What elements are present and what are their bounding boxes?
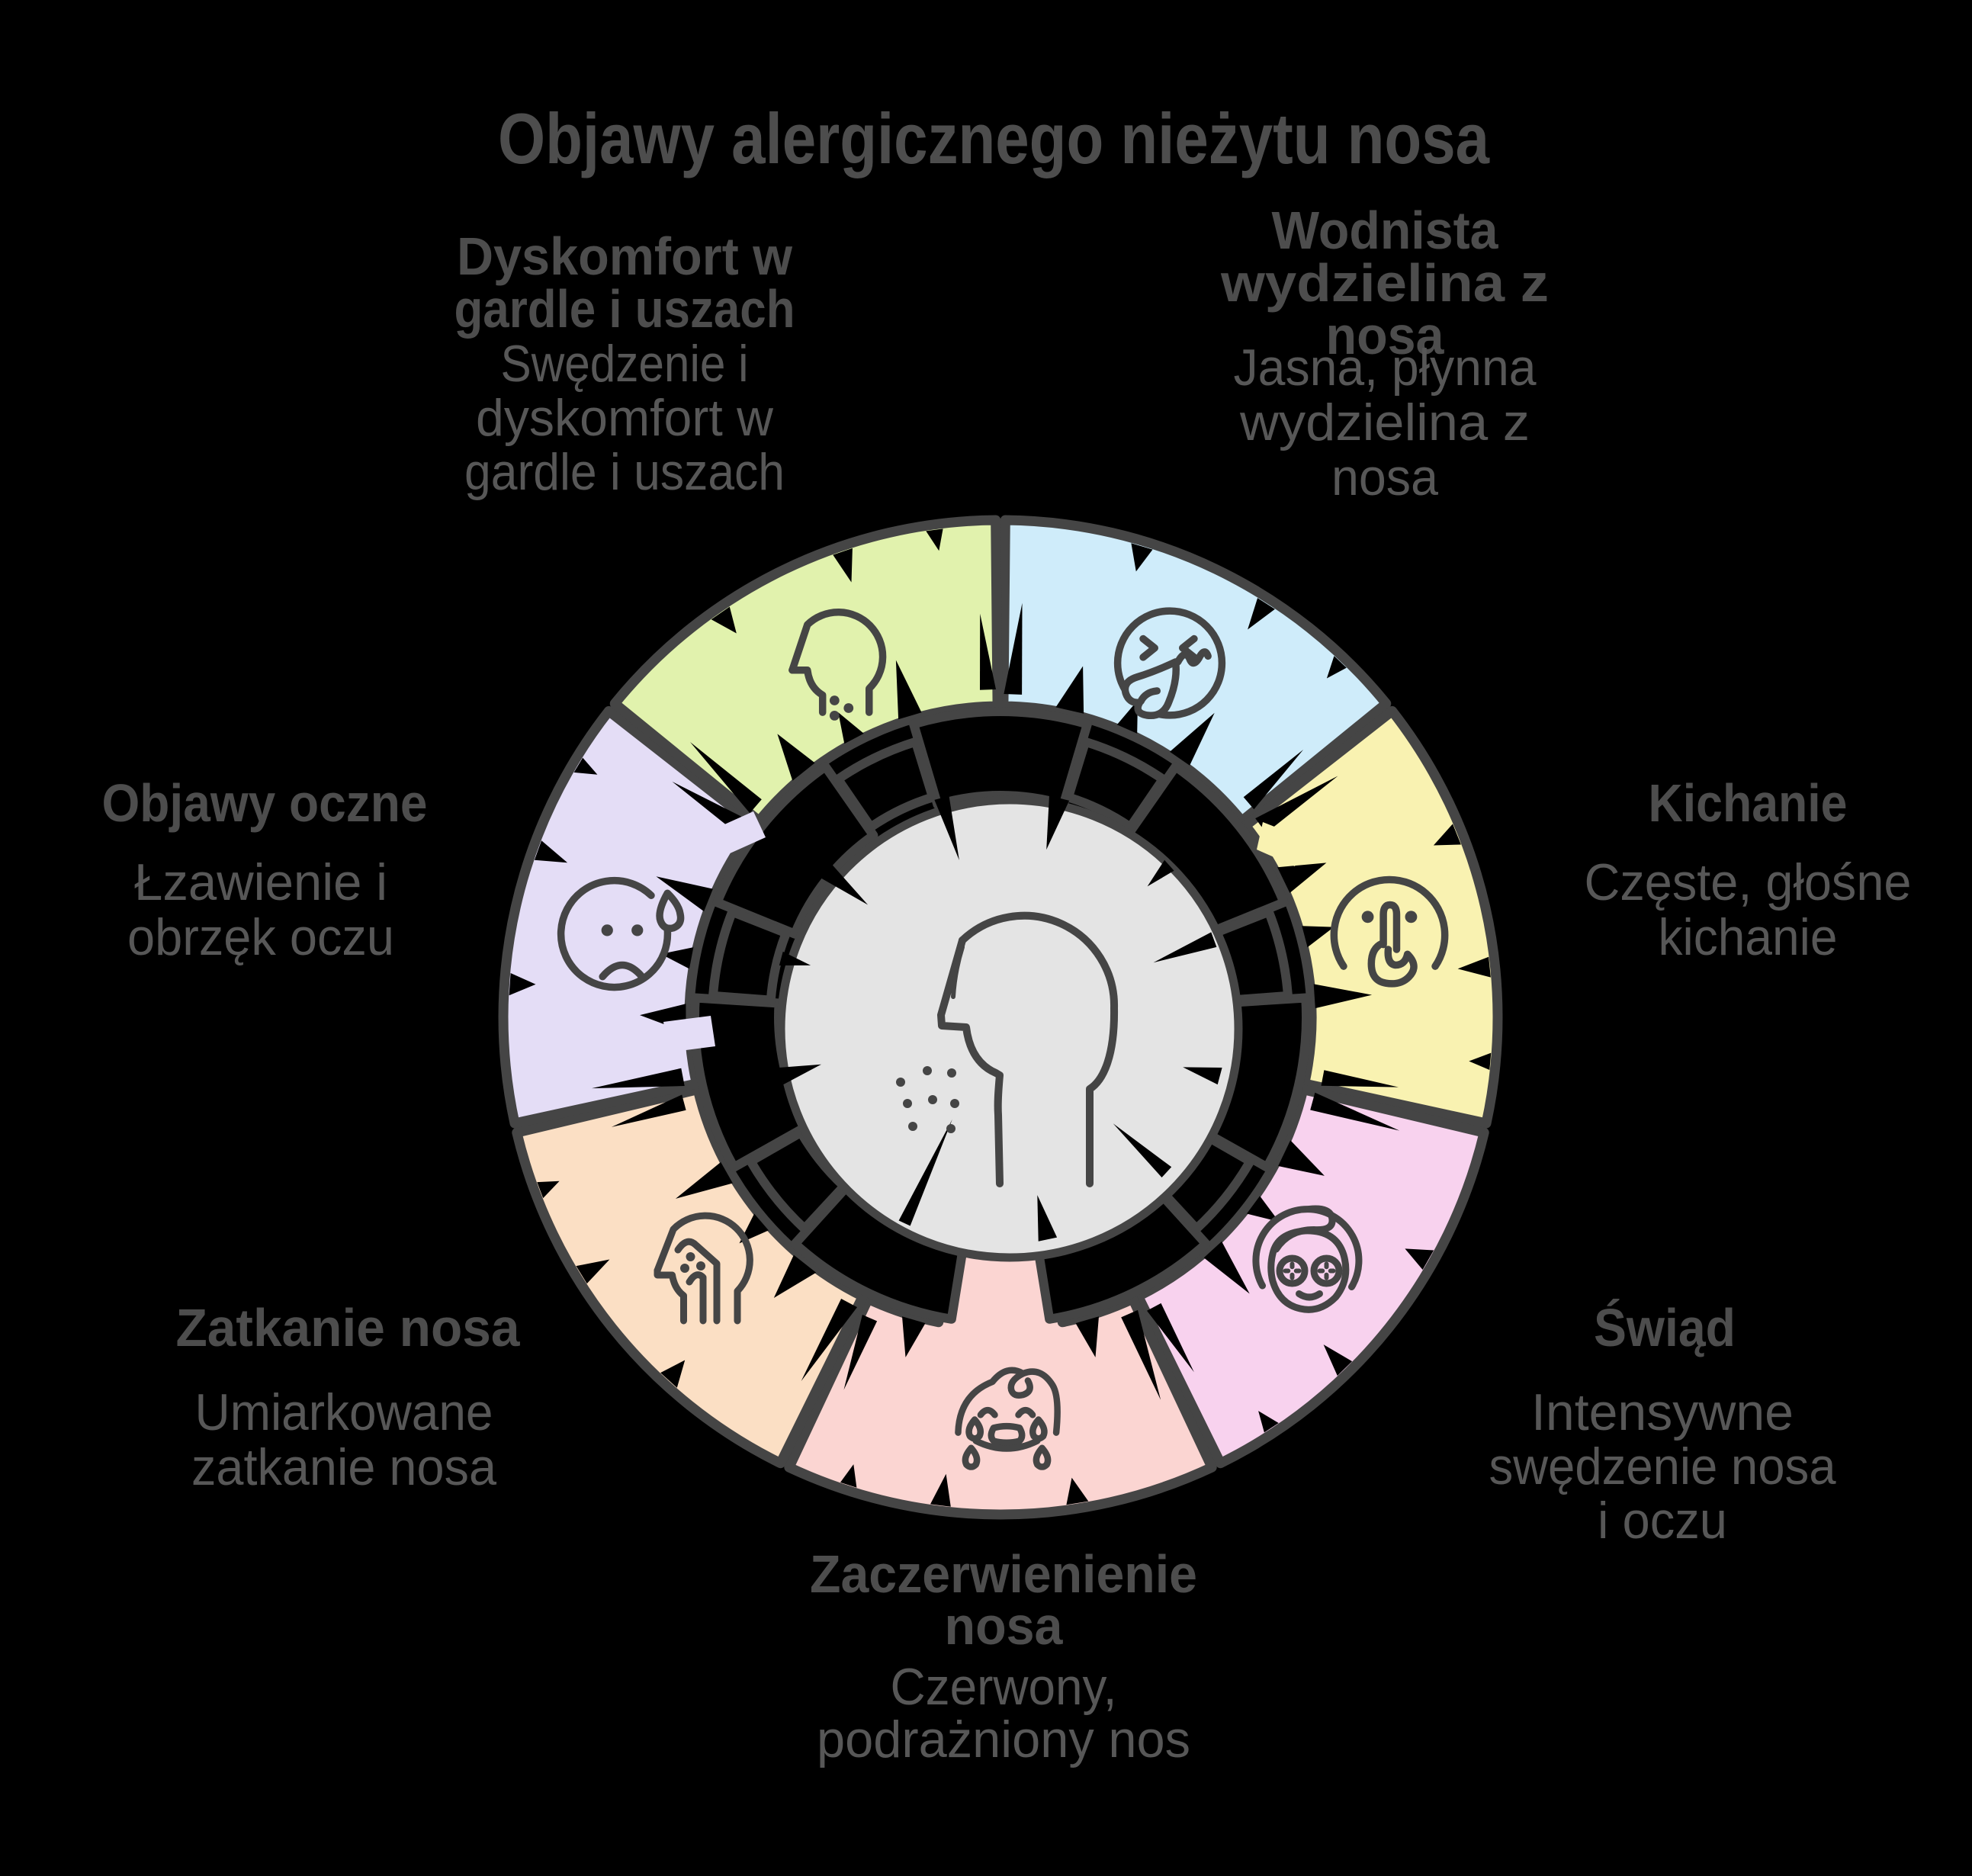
svg-text:Objawy oczne: Objawy oczne [102,773,428,833]
svg-text:Intensywne: Intensywne [1531,1383,1794,1441]
svg-text:Swędzenie i: Swędzenie i [501,335,749,393]
svg-text:Zaczerwienienie: Zaczerwienienie [810,1544,1197,1604]
svg-text:wydzielina z: wydzielina z [1239,394,1530,451]
svg-text:Dyskomfort w: Dyskomfort w [457,226,793,286]
svg-text:Kichanie: Kichanie [1649,773,1848,833]
svg-text:zatkanie nosa: zatkanie nosa [191,1438,496,1496]
svg-text:nosa: nosa [1326,306,1445,365]
svg-text:swędzenie nosa: swędzenie nosa [1489,1438,1836,1495]
svg-text:gardle i uszach: gardle i uszach [464,443,785,501]
svg-text:dyskomfort w: dyskomfort w [476,389,774,447]
svg-text:Objawy alergicznego nieżytu no: Objawy alergicznego nieżytu nosa [498,98,1490,178]
svg-text:wydzielina z: wydzielina z [1220,253,1549,313]
svg-text:kichanie: kichanie [1659,908,1838,966]
svg-text:Czerwony,: Czerwony, [891,1658,1117,1716]
svg-text:podrażniony nos: podrażniony nos [817,1711,1190,1768]
svg-text:i oczu: i oczu [1598,1492,1727,1550]
svg-text:nosa: nosa [1331,448,1438,506]
svg-text:nosa: nosa [945,1596,1064,1656]
svg-text:Zatkanie nosa: Zatkanie nosa [176,1298,521,1357]
svg-text:Wodnista: Wodnista [1272,201,1499,260]
svg-text:Łzawienie i: Łzawienie i [134,853,387,911]
svg-text:Świąd: Świąd [1594,1298,1736,1357]
svg-text:Jasna, płynna: Jasna, płynna [1234,339,1537,397]
svg-text:obrzęk oczu: obrzęk oczu [127,908,394,966]
svg-text:Częste, głośne: Częste, głośne [1585,853,1912,911]
svg-text:gardle i uszach: gardle i uszach [454,279,795,339]
svg-text:Umiarkowane: Umiarkowane [195,1383,493,1441]
